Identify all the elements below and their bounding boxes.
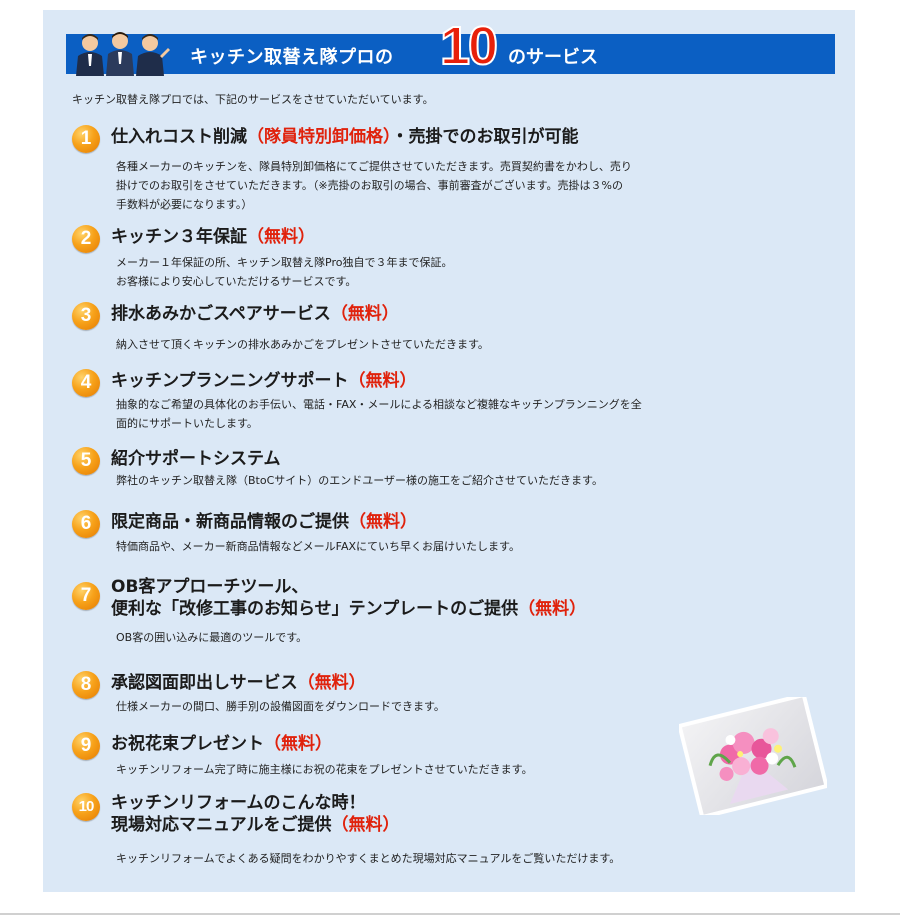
service-description: 各種メーカーのキッチンを、隊員特別卸価格にてご提供させていただきます。売買契約書… [116,160,632,211]
service-description: 仕様メーカーの間口、勝手別の設備図面をダウンロードできます。 [116,700,445,713]
service-description: メーカー１年保証の所、キッチン取替え隊Pro独自で３年まで保証。 お客様により安… [116,256,453,288]
service-description: 特価商品や、メーカー新商品情報などメールFAXにていち早くお届けいたします。 [116,540,520,553]
service-title: キッチンリフォームのこんな時！ 現場対応マニュアルをご提供（無料） [111,793,400,835]
number-badge: 10 [72,793,100,821]
highlight-text: （無料） [330,304,399,324]
header-title: キッチン取替え隊プロの [190,47,394,68]
number-badge: 8 [72,671,100,699]
service-description: 納入させて頂くキッチンの排水あみかごをプレゼントさせていただきます。 [116,338,489,351]
header-title-tail: のサービス [508,47,598,68]
service-title: 限定商品・新商品情報のご提供（無料） [111,512,417,532]
number-badge: 6 [72,510,100,538]
service-title: キッチンプランニングサポート（無料） [111,371,417,391]
service-description: キッチンリフォーム完了時に施主様にお祝の花束をプレゼントさせていただきます。 [116,763,533,776]
highlight-text: （無料） [297,673,366,693]
number-badge: 1 [72,125,100,153]
service-description: 抽象的なご希望の具体化のお手伝い、電話・FAX・メールによる相談など複雑なキッチ… [116,398,642,430]
flower-bouquet-image [679,697,827,815]
service-description: OB客の囲い込みに最適のツールです。 [116,631,308,644]
staff-group-icon [76,32,170,76]
header-bar [66,34,835,74]
highlight-text: （無料） [264,734,332,754]
service-title: キッチン３年保証（無料） [111,227,315,247]
service-description: 弊社のキッチン取替え隊（BtoCサイト）のエンドユーザー様の施工をご紹介させてい… [116,474,603,487]
number-badge: 2 [72,225,100,253]
bottom-divider [0,913,900,915]
service-title: 仕入れコスト削減（隊員特別卸価格）・売掛でのお取引が可能 [111,127,579,147]
highlight-text: （隊員特別卸価格） [247,127,392,147]
highlight-text: （無料） [331,815,400,835]
number-badge: 3 [72,302,100,330]
service-description: キッチンリフォームでよくある疑問をわかりやすくまとめた現場対応マニュアルをご覧い… [116,852,621,865]
number-badge: 4 [72,369,100,397]
highlight-text: （無料） [348,371,417,391]
number-badge: 9 [72,732,100,760]
service-title: OB客アプローチツール、 便利な「改修工事のお知らせ」テンプレートのご提供（無料… [111,577,587,619]
service-title: 排水あみかごスペアサービス（無料） [111,304,399,324]
intro-text: キッチン取替え隊プロでは、下記のサービスをさせていただいています。 [72,93,434,106]
header-number: 10 [439,16,499,76]
number-badge: 7 [72,582,100,610]
service-title: 紹介サポートシステム [111,449,281,469]
highlight-text: （無料） [349,512,417,532]
number-badge: 5 [72,447,100,475]
service-title: 承認図面即出しサービス（無料） [111,673,366,693]
service-title: お祝花束プレゼント（無料） [111,734,332,754]
highlight-text: （無料） [518,599,587,619]
highlight-text: （無料） [247,227,315,247]
